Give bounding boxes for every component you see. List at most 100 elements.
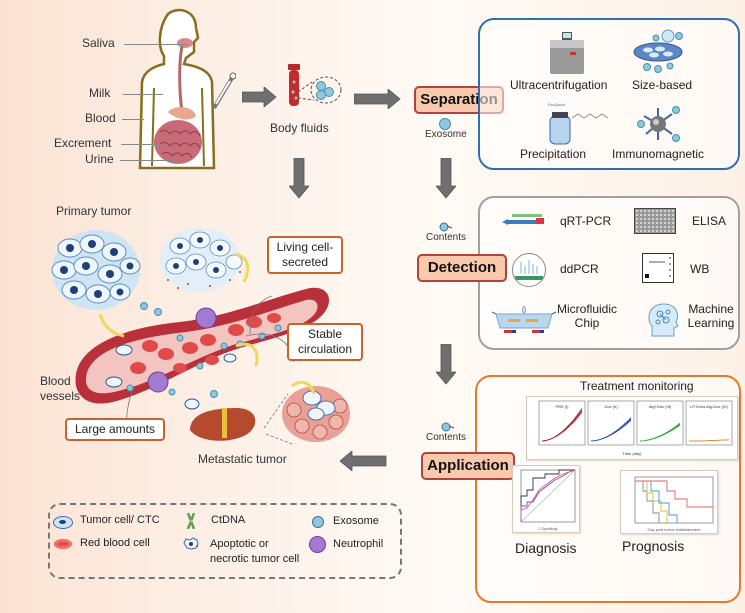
ddpcr-icon	[512, 253, 546, 287]
legend-label-neutrophil: Neutrophil	[333, 538, 384, 550]
contents-icon	[439, 219, 453, 232]
detection-stage-label: Detection	[417, 254, 507, 282]
arrow-left-icon	[340, 451, 387, 471]
prognosis-survival-chart: Day post tumor establishment	[620, 470, 718, 534]
separation-methods-panel	[478, 18, 740, 170]
machine-learning-head-icon	[646, 302, 680, 338]
apoptotic-cell-icon	[182, 537, 200, 550]
treatment-subplot	[538, 400, 586, 446]
microfluidic-chip-icon	[490, 302, 558, 336]
treatment-growth-curve	[639, 422, 681, 442]
leader-line	[122, 119, 144, 120]
roc-curve	[520, 469, 575, 522]
application-stage-label: Application	[421, 452, 515, 480]
method-size-based: Size-based	[632, 78, 693, 92]
treatment-subplot-title: PBS (I)	[556, 404, 570, 409]
source-label-milk: Milk	[89, 86, 111, 100]
liver-organ	[190, 408, 256, 441]
treatment-subplot-title: Dox (II)	[604, 404, 618, 409]
callout-stable-circulation: Stable circulation	[287, 323, 363, 361]
legend-label-apoptotic-cell: Apoptotic or necrotic tumor cell	[210, 538, 300, 565]
arrow-down-icon	[289, 158, 309, 199]
contents-icon	[441, 419, 455, 432]
method-ultracentrifugation: Ultracentrifugation	[510, 78, 608, 92]
ctdna-icon	[186, 512, 196, 530]
tumor-metastasis-scene	[51, 228, 350, 445]
human-body-icon	[138, 8, 216, 170]
treatment-chart: PBS (I) Dox (II) Alg+Dox (III) LP-Exos Alg-…	[526, 396, 738, 460]
method-ddpcr: ddPCR	[560, 262, 599, 276]
leader-line	[123, 94, 163, 95]
method-wb: WB	[690, 262, 710, 276]
body-fluids-label: Body fluids	[270, 121, 329, 135]
method-immunomagnetic: Immunomagnetic	[612, 147, 705, 161]
callout-living-cell-secreted: Living cell-secreted	[267, 236, 343, 274]
ultracentrifuge-icon	[548, 30, 586, 76]
diagnosis-label: Diagnosis	[515, 540, 577, 556]
treatment-subplot	[685, 400, 733, 446]
elisa-plate-icon	[634, 208, 676, 234]
source-label-urine: Urine	[85, 152, 114, 166]
arrow-right-icon	[242, 87, 277, 107]
legend-label-ctdna: CtDNA	[211, 514, 246, 526]
qrt-pcr-icon	[502, 214, 550, 228]
tumor-vessel-illustration	[40, 218, 380, 445]
arrow-down-icon	[436, 158, 456, 199]
survival-curve-enp-dox	[635, 480, 713, 508]
prognosis-label: Prognosis	[622, 538, 685, 554]
primary-tumor-label: Primary tumor	[56, 204, 132, 218]
method-qrt-pcr: qRT-PCR	[560, 214, 612, 228]
treatment-chart-plot: PBS (I) Dox (II) Alg+Dox (III) LP-Exos Alg-…	[538, 400, 733, 456]
survival-plot: Day post tumor establishment	[634, 476, 714, 532]
diagnosis-roc-chart: 1-Specificity	[512, 465, 580, 533]
roc-curve	[520, 469, 576, 522]
treatment-growth-curve	[541, 408, 583, 442]
metastatic-tumor-cluster	[282, 386, 350, 442]
legend-label-red-blood-cell: Red blood cell	[80, 537, 150, 549]
treatment-subplot	[636, 400, 684, 446]
source-label-blood: Blood	[85, 111, 116, 125]
precipitation-reagent-icon: ExoQuick	[546, 100, 616, 146]
leader-line	[124, 44, 188, 45]
legend-label-exosome: Exosome	[333, 515, 379, 527]
legend-box	[48, 503, 402, 579]
flow-arrows	[98, 252, 316, 395]
treatment-xlabel: Time (day)	[623, 451, 643, 456]
treatment-monitoring-title: Treatment monitoring	[580, 379, 694, 393]
legend-label-tumor-cell: Tumor cell/ CTC	[80, 514, 160, 526]
leader-line	[120, 160, 176, 161]
reagent-label: ExoQuick	[548, 102, 565, 107]
treatment-subplot-title: Alg+Dox (III)	[649, 404, 672, 409]
roc-curve	[520, 469, 576, 522]
source-label-saliva: Saliva	[82, 36, 115, 50]
metastatic-tumor-label: Metastatic tumor	[198, 452, 287, 466]
survival-xlabel: Day post tumor establishment	[648, 527, 702, 532]
roc-xlabel: 1-Specificity	[539, 527, 558, 531]
human-body-figure	[130, 8, 230, 173]
neutrophil-icon	[309, 536, 326, 553]
source-label-excrement: Excrement	[54, 136, 112, 150]
arrow-right-icon	[354, 89, 401, 109]
treatment-growth-curve	[689, 439, 730, 442]
method-microfluidic-chip: Microfluidic Chip	[556, 302, 617, 330]
size-based-filter-icon	[630, 26, 686, 78]
treatment-subplot-title: LP-Exos Alg-Dox (IV)	[690, 404, 728, 409]
blood-tube-icon	[284, 64, 344, 112]
primary-tumor-cluster	[51, 230, 141, 310]
circulating-tumor-cells	[105, 344, 237, 410]
contents-label: Contents	[426, 232, 467, 243]
red-blood-cells	[130, 313, 281, 374]
exosome-icon	[312, 516, 324, 528]
method-machine-learning: Machine Learning	[687, 302, 735, 330]
survival-curve-control	[635, 480, 660, 523]
western-blot-icon	[642, 253, 674, 283]
syringe-icon	[210, 72, 237, 112]
blood-vessels-label: Blood vessels	[40, 374, 81, 403]
tumor-cell-icon	[53, 516, 73, 529]
immunomagnetic-bead-icon	[634, 104, 682, 144]
survival-curve-np-dox	[635, 480, 678, 523]
roc-diagonal	[520, 469, 576, 523]
survival-curve-dox	[635, 480, 668, 523]
method-precipitation: Precipitation	[520, 147, 587, 161]
arrow-down-icon	[436, 344, 456, 385]
